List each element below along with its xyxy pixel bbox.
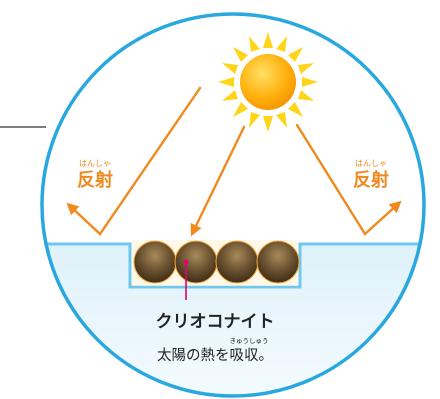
cryoconite-granules: [133, 240, 300, 284]
light-rays: [66, 86, 402, 237]
granule-pointer-dot: [183, 259, 189, 265]
diagram-circle-frame: [40, 12, 426, 398]
ray-left: [66, 86, 202, 236]
caption-suffix: 。: [259, 348, 274, 364]
reflect-left-ruby: はんしゃ: [79, 159, 111, 168]
reflect-left-label: 反射: [77, 169, 113, 191]
cryoconite-granule-icon: [133, 240, 177, 284]
cryoconite-granule-icon: [256, 240, 300, 284]
sun-icon: [218, 32, 318, 132]
material-name: クリオコナイト: [156, 312, 275, 332]
cryoconite-granule-icon: [174, 240, 218, 284]
caption-ruby: きゅうしゅう: [230, 337, 269, 345]
reflect-right-label: 反射: [353, 169, 389, 191]
ray-center: [190, 125, 246, 237]
ice-surface-edge: [42, 242, 424, 289]
caption-prefix: 太陽の熱を: [157, 347, 230, 364]
cryoconite-granule-icon: [215, 240, 259, 284]
caption-ruby-word: 吸収: [230, 347, 259, 364]
caption: 太陽の熱を吸収。: [157, 347, 273, 364]
ray-right: [295, 123, 402, 236]
reflect-right-ruby: はんしゃ: [355, 159, 387, 168]
